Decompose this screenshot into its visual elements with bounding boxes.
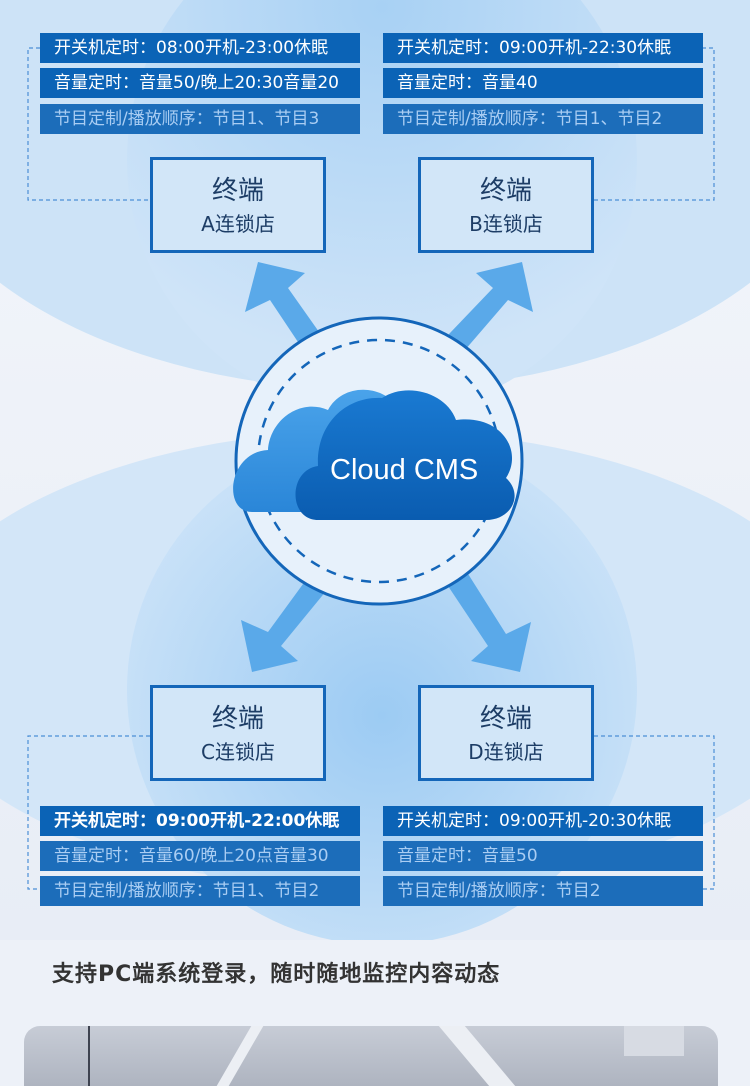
- a-volume-schedule: 音量定时：音量50/晚上20:30音量20: [40, 68, 360, 98]
- d-power-schedule: 开关机定时：09:00开机-20:30休眠: [383, 806, 703, 836]
- terminal-a-store: A连锁店: [201, 212, 275, 236]
- office-photo: [24, 1026, 718, 1086]
- photo-beam: [438, 1026, 516, 1086]
- diagram-background: [0, 0, 750, 940]
- terminal-d: 终端 D连锁店: [418, 685, 594, 781]
- photo-ceiling-panel: [624, 1026, 684, 1056]
- b-power-schedule: 开关机定时：09:00开机-22:30休眠: [383, 33, 703, 63]
- c-volume-schedule: 音量定时：音量60/晚上20点音量30: [40, 841, 360, 871]
- cloud-cms-label: Cloud CMS: [330, 454, 479, 486]
- photo-beam: [216, 1026, 264, 1086]
- terminal-b: 终端 B连锁店: [418, 157, 594, 253]
- pc-login-caption: 支持PC端系统登录，随时随地监控内容动态: [52, 962, 501, 987]
- terminal-c-store: C连锁店: [201, 740, 275, 764]
- b-volume-schedule: 音量定时：音量40: [383, 68, 703, 98]
- arrow-to-d: [440, 558, 531, 672]
- d-volume-schedule: 音量定时：音量50: [383, 841, 703, 871]
- diagram-scene: 开关机定时：08:00开机-23:00休眠 音量定时：音量50/晚上20:30音…: [0, 0, 750, 940]
- terminal-b-store: B连锁店: [469, 212, 543, 236]
- terminal-d-name: 终端: [479, 704, 532, 734]
- terminal-a-name: 终端: [211, 176, 264, 206]
- top-glow: [127, 0, 637, 415]
- a-program-order: 节目定制/播放顺序：节目1、节目3: [40, 104, 360, 134]
- c-program-order: 节目定制/播放顺序：节目1、节目2: [40, 876, 360, 906]
- a-power-schedule: 开关机定时：08:00开机-23:00休眠: [40, 33, 360, 63]
- terminal-a: 终端 A连锁店: [150, 157, 326, 253]
- cloud-icon: [233, 389, 515, 520]
- photo-rail: [88, 1026, 90, 1086]
- terminal-c: 终端 C连锁店: [150, 685, 326, 781]
- dashed-connectors: [27, 47, 715, 890]
- terminal-d-store: D连锁店: [468, 740, 544, 764]
- c-power-schedule: 开关机定时：09:00开机-22:00休眠: [40, 806, 360, 836]
- d-program-order: 节目定制/播放顺序：节目2: [383, 876, 703, 906]
- b-program-order: 节目定制/播放顺序：节目1、节目2: [383, 104, 703, 134]
- terminal-c-name: 终端: [211, 704, 264, 734]
- terminal-b-name: 终端: [479, 176, 532, 206]
